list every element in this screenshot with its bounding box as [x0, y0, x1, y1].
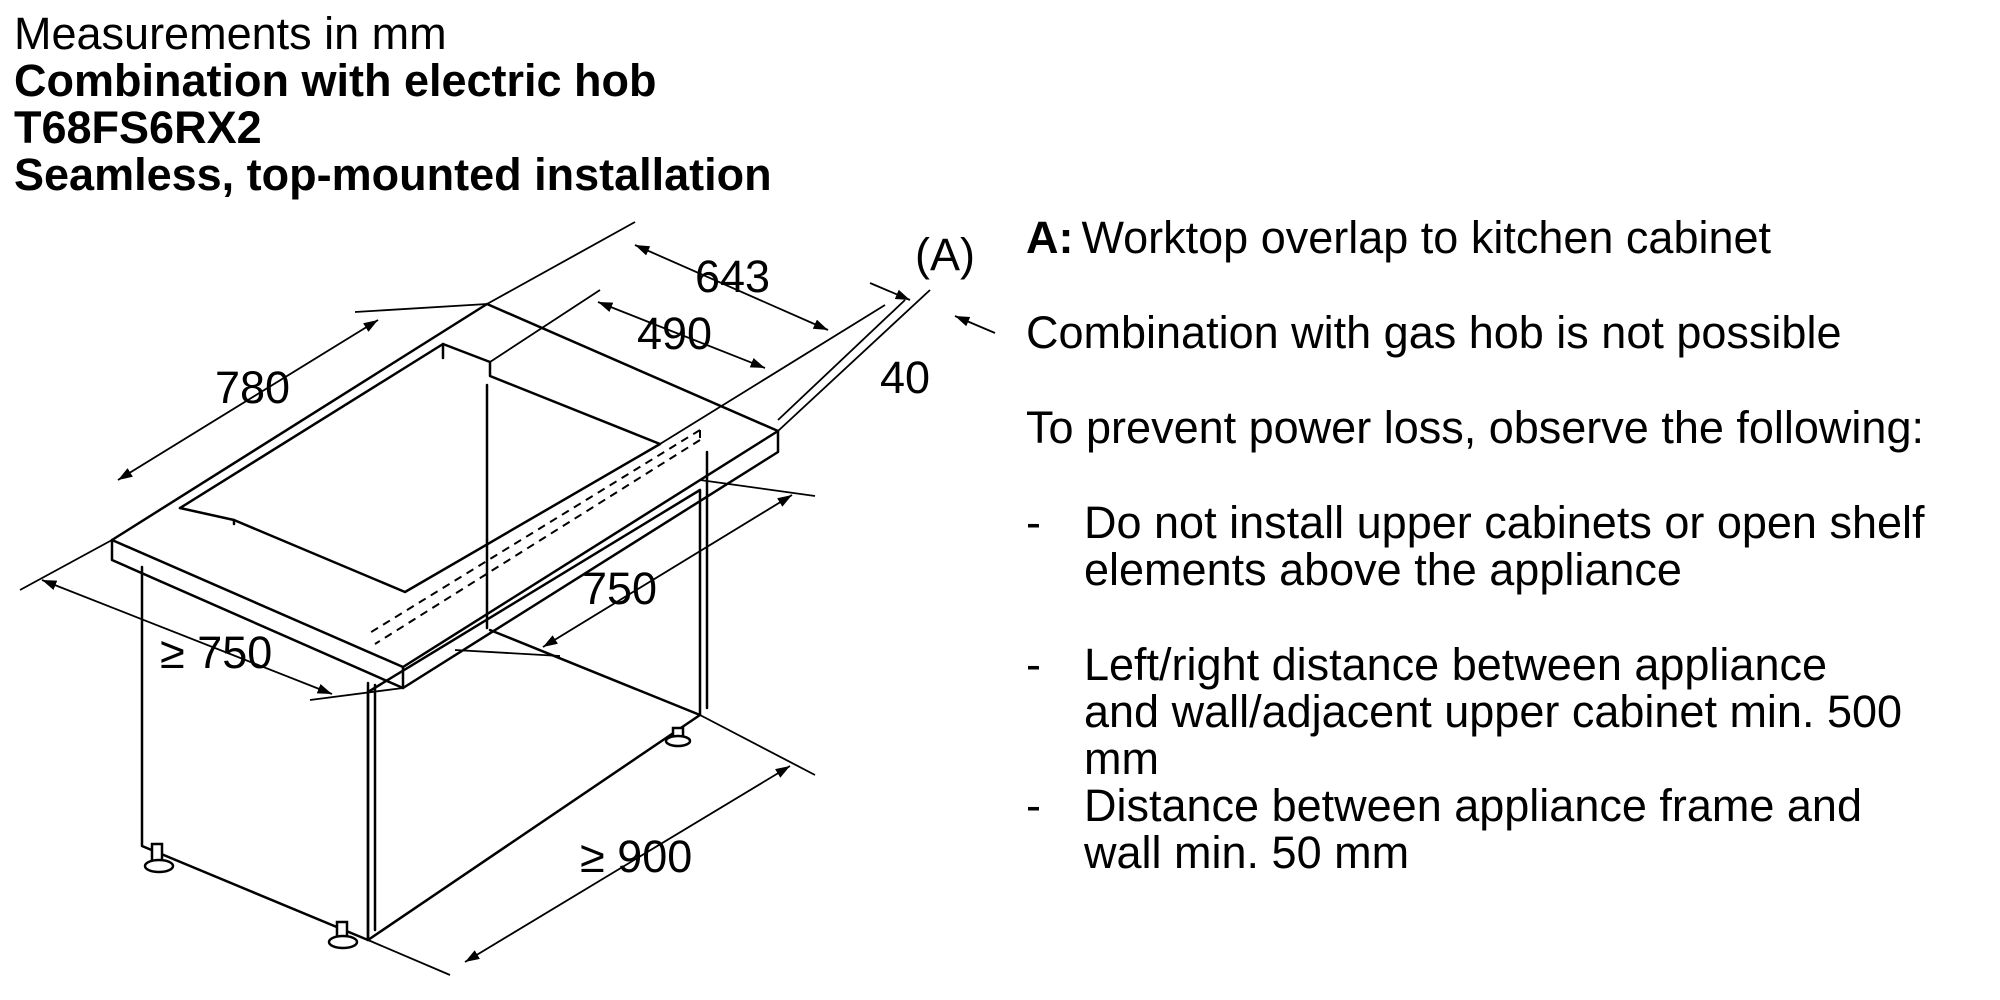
measurement-unit-note: Measurements in mm: [14, 8, 447, 59]
combination-title: Combination with electric hob: [14, 55, 657, 106]
bullet-text: Distance between appliance frame and wal…: [1084, 780, 1862, 878]
hob-hidden-lines: [367, 429, 701, 645]
dimension-arrows: [41, 244, 996, 963]
extension-lines: [19, 221, 931, 976]
dimension-labels: 643 490 40 780 750 ≥ 750 ≥ 900 (A): [160, 229, 975, 882]
dim-490-label: 490: [637, 308, 712, 359]
dim-780-label: 780: [215, 362, 290, 413]
note-a-label: A:: [1026, 212, 1074, 263]
dim-min-750-label: ≥ 750: [160, 627, 272, 678]
bullet-dash: -: [1026, 780, 1041, 831]
note-a-text: Worktop overlap to kitchen cabinet: [1081, 212, 1772, 263]
dim-min-900-label: ≥ 900: [580, 831, 692, 882]
dim-750-label: 750: [582, 563, 657, 614]
installation-type: Seamless, top-mounted installation: [14, 149, 772, 200]
bullet-text: Do not install upper cabinets or open sh…: [1084, 497, 1925, 595]
bullet-item: - Do not install upper cabinets or open …: [1026, 499, 1996, 593]
header: Measurements in mm Combination with elec…: [14, 10, 772, 198]
bullet-dash: -: [1026, 497, 1041, 548]
installation-notes: A:Worktop overlap to kitchen cabinet Com…: [1026, 214, 1996, 876]
dim-40-label: 40: [880, 352, 930, 403]
model-number: T68FS6RX2: [14, 102, 262, 153]
bullet-item: - Distance between appliance frame and w…: [1026, 782, 1996, 876]
callout-a-label: (A): [915, 229, 975, 280]
bullet-text: Left/right distance between appliance an…: [1084, 639, 1903, 784]
gas-hob-note: Combination with gas hob is not possible: [1026, 307, 1842, 358]
cabinet-feet: [143, 726, 692, 950]
note-a: A:Worktop overlap to kitchen cabinet: [1026, 214, 1996, 261]
installation-diagram: 643 490 40 780 750 ≥ 750 ≥ 900 (A): [19, 221, 996, 976]
dim-643-label: 643: [695, 251, 770, 302]
bullet-dash: -: [1026, 639, 1041, 690]
bullet-item: - Left/right distance between appliance …: [1026, 641, 1996, 782]
power-loss-note: To prevent power loss, observe the follo…: [1026, 402, 1924, 453]
